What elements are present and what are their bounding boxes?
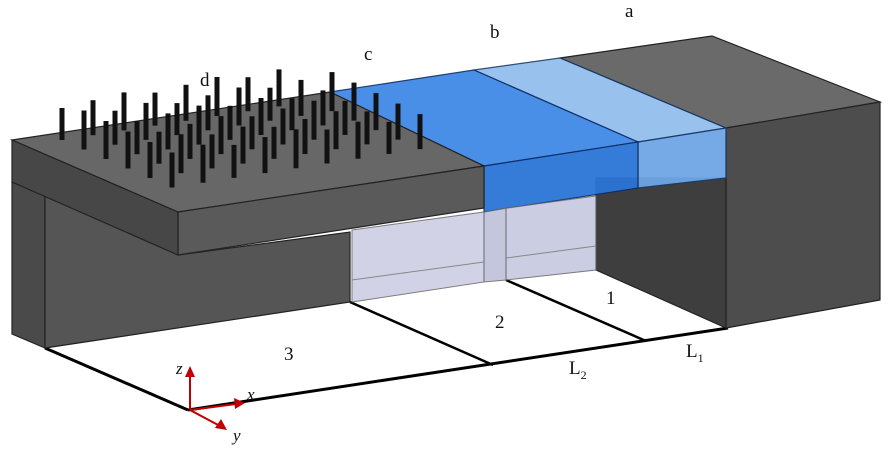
- pillar: [103, 121, 109, 159]
- pillar: [355, 121, 361, 159]
- floor-front-edge: [44, 346, 189, 412]
- pillar: [196, 105, 202, 145]
- label-region-2: 2: [495, 312, 505, 333]
- pillar: [174, 103, 180, 136]
- pillar: [280, 108, 286, 145]
- pillar: [276, 69, 282, 107]
- pillar: [364, 111, 370, 145]
- pillar: [342, 100, 348, 135]
- pillar: [227, 105, 233, 140]
- pillar: [59, 108, 65, 140]
- label-L1: L1: [686, 341, 704, 365]
- pillar: [143, 102, 149, 140]
- y-axis: [189, 409, 221, 427]
- pillar: [147, 142, 153, 178]
- pillar: [320, 90, 326, 126]
- pillar: [373, 93, 379, 131]
- pillar: [351, 82, 357, 121]
- pillar: [231, 144, 237, 178]
- label-region-3: 3: [284, 344, 294, 365]
- x-axis-label: x: [246, 385, 255, 404]
- pillar: [324, 129, 330, 164]
- pillar: [152, 92, 158, 126]
- pillar: [267, 87, 273, 121]
- pillar: [169, 152, 175, 188]
- pillar: [121, 92, 127, 131]
- label-b: b: [490, 22, 500, 43]
- pillar: [245, 77, 251, 112]
- pillar: [329, 72, 335, 112]
- pillar: [236, 87, 242, 126]
- pillar: [271, 126, 277, 159]
- pillar-array: [59, 69, 423, 188]
- pillar: [386, 121, 392, 154]
- pillar: [249, 116, 255, 150]
- z-arrowhead-icon: [185, 366, 195, 377]
- glass-volume: [351, 195, 597, 303]
- pillar: [293, 129, 299, 169]
- floor-right-edge: [187, 326, 729, 412]
- x-arrowhead-icon: [234, 398, 245, 409]
- pillar: [165, 113, 171, 150]
- pillar: [333, 111, 339, 150]
- floor: [44, 278, 729, 412]
- pillar: [156, 131, 162, 164]
- divider-1-2: [505, 278, 647, 343]
- y-arrowhead-icon: [215, 419, 227, 430]
- pillar: [240, 126, 246, 164]
- pillar: [125, 131, 131, 169]
- label-L2: L2: [569, 358, 587, 382]
- pillar: [417, 114, 423, 150]
- label-c: c: [364, 44, 372, 65]
- coordinate-axes: z x y: [175, 359, 255, 445]
- pillar: [187, 123, 193, 159]
- divider-2-3: [349, 300, 494, 367]
- light-blue-slab: [471, 57, 729, 189]
- pillar: [178, 134, 184, 174]
- y-axis-label: y: [231, 426, 241, 445]
- pillar: [205, 95, 211, 131]
- label-d: d: [200, 70, 210, 91]
- right-block: [557, 35, 883, 329]
- pillar: [200, 144, 206, 183]
- pillar: [298, 79, 304, 116]
- pillar: [183, 84, 189, 121]
- pillar: [81, 110, 87, 150]
- pillar: [395, 103, 401, 140]
- label-region-1: 1: [606, 288, 616, 309]
- pillar: [258, 98, 264, 135]
- z-axis-label: z: [175, 359, 183, 378]
- pillar: [302, 119, 308, 154]
- pillar: [262, 137, 268, 174]
- pillar: [209, 134, 215, 169]
- x-axis: [189, 403, 237, 411]
- pillar: [112, 110, 118, 145]
- pillar: [90, 100, 96, 136]
- pillar: [311, 100, 317, 140]
- pillar: [289, 98, 295, 131]
- pillar: [218, 116, 224, 155]
- pillar: [214, 77, 220, 116]
- pillar: [134, 121, 140, 155]
- left-base: [11, 181, 351, 349]
- label-a: a: [625, 1, 634, 22]
